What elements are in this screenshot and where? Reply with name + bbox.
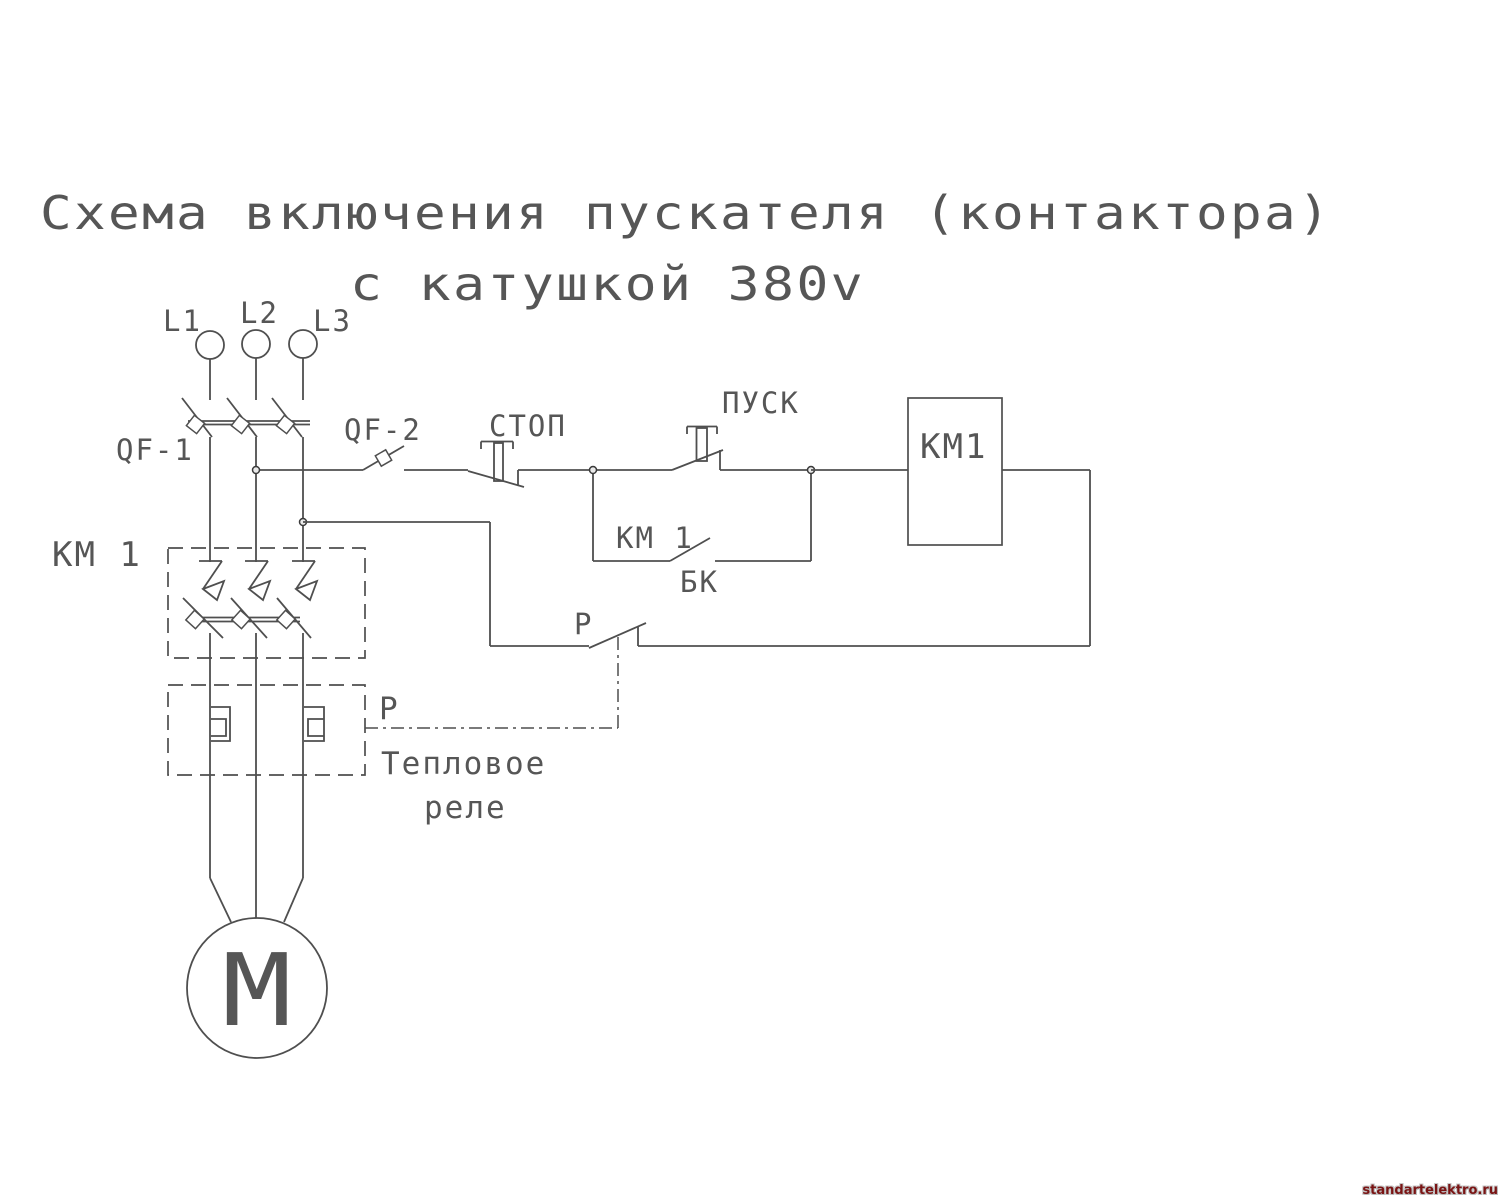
thermal-relay-name-line2: реле (424, 790, 507, 826)
thermal-control-contact: Р (574, 607, 647, 649)
qf1-pole3-contact-block (275, 414, 296, 435)
stop-label: СТОП (489, 409, 567, 443)
start-label: ПУСК (722, 386, 800, 420)
power-feeders (209, 437, 304, 918)
thermal-relay-label: Р (379, 691, 400, 727)
thermal-heater-1-inner (210, 718, 227, 737)
control-circuit: QF-2 СТОП ПУСК (251, 386, 1091, 649)
stop-contact-blade (467, 470, 525, 488)
km1-aux-contact-blade (669, 537, 711, 562)
km1-pole2-contact-block (230, 609, 252, 630)
start-contact-blade (671, 449, 724, 471)
thermal-contact-blade (588, 622, 647, 649)
stop-plunger (493, 442, 504, 482)
qf1-label: QF-1 (116, 433, 194, 467)
km1-aux-sub-label: БК (680, 565, 719, 599)
km1-fixed-contact-2 (245, 560, 272, 602)
km1-coil-box (907, 397, 1003, 546)
thermal-relay: Р Тепловое реле (167, 637, 619, 826)
lamp-l3-label: L3 (313, 304, 352, 338)
thermal-heater-2-inner (307, 718, 324, 737)
lamp-l3-icon (288, 329, 318, 359)
title-line-1: Схема включения пускателя (контактора) (40, 186, 1332, 240)
km1-main-contacts: КМ 1 (52, 535, 366, 659)
km1-pole1-contact-block (184, 609, 206, 630)
fixed-contact-diagonal (202, 560, 223, 590)
lamp-l1-label: L1 (163, 304, 202, 338)
km1-fixed-contact-1 (199, 560, 226, 602)
fixed-contact-diagonal (295, 560, 316, 590)
km1-aux-label: КМ 1 (616, 521, 694, 555)
thermal-heater-2-outer (303, 706, 325, 742)
junction-dot-a (588, 465, 598, 475)
diagram-title: Схема включения пускателя (контактора) с… (40, 186, 1332, 311)
km1-pole3-contact-block (275, 609, 297, 630)
km1-main-label: КМ 1 (52, 535, 142, 575)
km1-main-contacts-box (167, 547, 366, 659)
km1-fixed-contact-3 (292, 560, 319, 602)
fixed-contact-diagonal (248, 560, 269, 590)
motor-circle (186, 917, 328, 1059)
junction-dot-tap (251, 465, 261, 475)
km1-aux-contact-branch: КМ 1 БК (592, 470, 812, 599)
km1-coil-label: КМ1 (920, 427, 987, 467)
breaker-qf1: QF-1 (116, 397, 310, 467)
phase-lamps: L1 L2 L3 (163, 296, 352, 400)
title-line-2: с катушкой 380v (350, 257, 865, 311)
lamp-l2-label: L2 (240, 296, 279, 330)
fixed-contact-flag (247, 579, 272, 602)
qf1-pole1-contact-block (185, 414, 206, 435)
motor-letter: М (222, 932, 294, 1049)
thermal-contact-label: Р (574, 607, 593, 641)
thermal-heater-1-outer (210, 706, 231, 742)
lamp-l2-icon (241, 329, 271, 359)
motor-lead-left (209, 877, 232, 923)
qf1-pole2-contact-block (230, 414, 251, 435)
thermal-relay-box (167, 684, 366, 776)
motor: М (186, 877, 328, 1059)
fixed-contact-flag (201, 579, 226, 602)
start-plunger (695, 427, 708, 462)
start-button: ПУСК (671, 386, 800, 471)
breaker-qf2: QF-2 (344, 413, 422, 471)
thermal-relay-name-line1: Тепловое (381, 746, 546, 782)
fixed-contact-flag (294, 579, 319, 602)
motor-lead-right (283, 877, 304, 923)
stop-button: СТОП (467, 409, 567, 488)
qf2-label: QF-2 (344, 413, 422, 447)
km1-coil: КМ1 (907, 397, 1003, 546)
qf2-contact-block (374, 448, 393, 468)
watermark: standartelektro.ru (1362, 1183, 1498, 1198)
lamp-l1-icon (195, 330, 225, 360)
